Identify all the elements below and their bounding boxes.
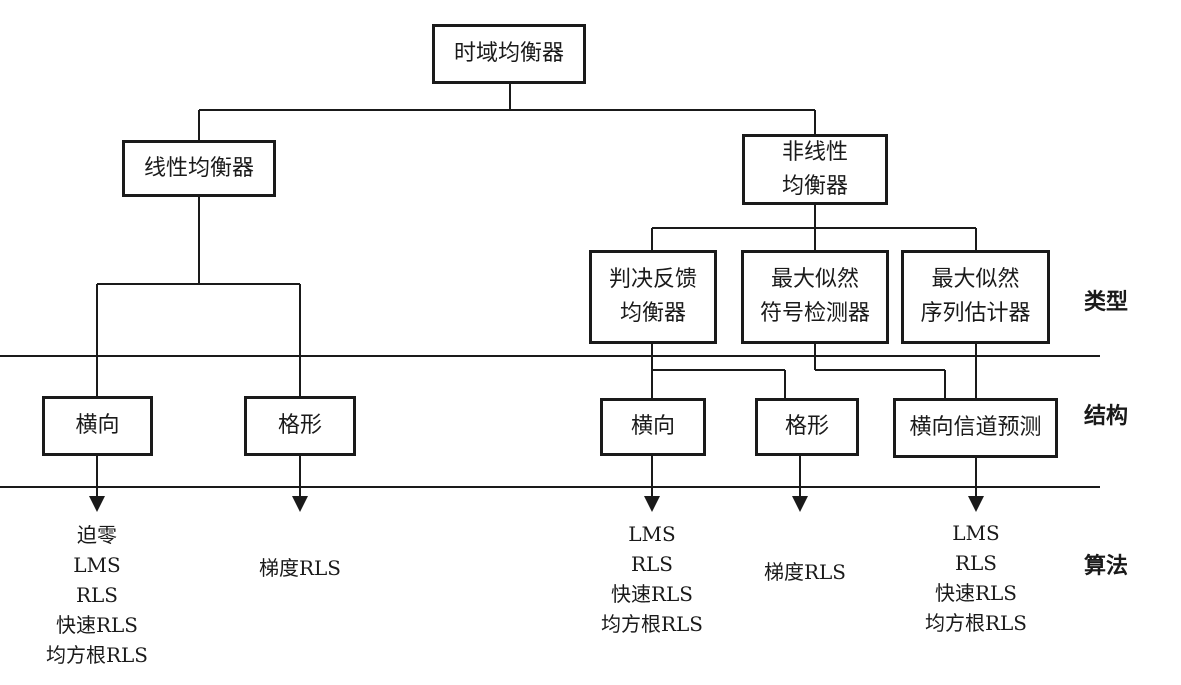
- structure-node-nonlinear-lattice: 格形: [755, 398, 859, 456]
- type-node-decision-feedback: 判决反馈 均衡器: [589, 250, 717, 344]
- algorithm-list-linear-transversal: 迫零 LMS RLS 快速RLS 均方根RLS: [45, 523, 149, 667]
- layer-label-structure: 结构: [1084, 404, 1129, 429]
- structure-node-nonlinear-transversal: 横向: [600, 398, 706, 456]
- type-node-ml-symbol-detector: 最大似然 符号检测器: [741, 250, 889, 344]
- structure-node-transversal-channel-prediction: 横向信道预测: [893, 398, 1058, 458]
- linear-equalizer-node: 线性均衡器: [122, 140, 276, 197]
- layer-label-algorithm: 算法: [1084, 554, 1129, 579]
- algorithm-list-nonlinear-lattice: 梯度RLS: [763, 560, 847, 584]
- root-node-time-domain-equalizer: 时域均衡器: [432, 24, 586, 84]
- algorithm-list-channel-prediction: LMS RLS 快速RLS 均方根RLS: [924, 521, 1028, 635]
- nonlinear-equalizer-node: 非线性 均衡器: [742, 134, 888, 205]
- algorithm-list-linear-lattice: 梯度RLS: [258, 556, 342, 580]
- layer-label-type: 类型: [1084, 290, 1129, 315]
- structure-node-linear-lattice: 格形: [244, 396, 356, 456]
- type-node-ml-sequence-estimator: 最大似然 序列估计器: [901, 250, 1050, 344]
- algorithm-list-nonlinear-transversal: LMS RLS 快速RLS 均方根RLS: [600, 522, 704, 636]
- structure-node-linear-transversal: 横向: [42, 396, 153, 456]
